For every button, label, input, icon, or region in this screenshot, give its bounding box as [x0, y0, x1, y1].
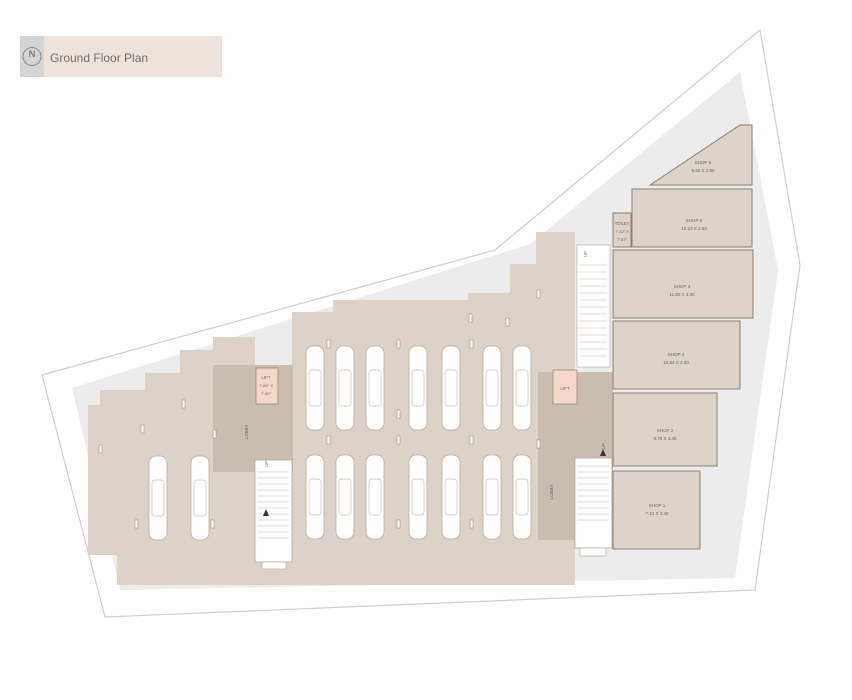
- shop-1-size: 7.41 X 3.40: [645, 511, 669, 516]
- lift-left-dim-2: 7'.60": [261, 391, 272, 396]
- parked-car: [190, 455, 210, 541]
- stair-top: [576, 244, 611, 368]
- parking-cars: [148, 345, 532, 541]
- shop-1-room: [612, 470, 701, 550]
- parked-car: [335, 454, 355, 540]
- parked-car: [408, 454, 428, 540]
- shop-2-size: 8.70 X 3.40: [653, 436, 677, 441]
- shop-2-name: SHOP 2: [657, 428, 674, 433]
- up-left-label: UP: [264, 461, 269, 467]
- parked-car: [408, 345, 428, 431]
- parked-car: [512, 345, 532, 431]
- parked-car: [441, 454, 461, 540]
- stair-left: [254, 459, 293, 563]
- shop-6-size: 6.28 X 2.98: [691, 168, 715, 173]
- stair-right: [574, 457, 613, 549]
- shop-1-name: SHOP 1: [649, 503, 666, 508]
- parked-car: [148, 455, 168, 541]
- lift-left-label: LIFT: [261, 375, 271, 380]
- parked-car: [365, 454, 385, 540]
- toilet-dim-2: 7'.87": [617, 237, 628, 242]
- parked-car: [482, 454, 502, 540]
- parked-car: [335, 345, 355, 431]
- plan-title: Ground Floor Plan: [50, 51, 149, 65]
- shop-6-room: [648, 124, 753, 186]
- stair-left-landing: [261, 561, 287, 570]
- stair-left-treads: [258, 471, 289, 539]
- up-arrow-left: [263, 509, 269, 516]
- stair-right-landing: [579, 547, 607, 557]
- toilet-name: TOILET: [615, 221, 630, 226]
- lobby-left: [213, 365, 293, 472]
- north-letter: N: [28, 49, 36, 59]
- up-arrow-right: [600, 449, 606, 456]
- stair-top-treads: [580, 264, 607, 357]
- parked-car: [441, 345, 461, 431]
- up-top-label: UP: [583, 251, 588, 257]
- lift-left-dim-1: 7'.80" X: [259, 383, 273, 388]
- compass-icon: [22, 47, 42, 66]
- structural-columns: [98, 289, 541, 529]
- parked-car: [482, 345, 502, 431]
- plan-header: N Ground Floor Plan: [20, 36, 222, 77]
- shop-3-size: 10.54 X 3.00: [663, 360, 689, 365]
- stair-right-treads: [578, 465, 609, 521]
- parked-car: [365, 345, 385, 431]
- lift-right-label: LIFT: [560, 386, 570, 391]
- up-right-label: UP: [601, 443, 606, 449]
- shop-5-name: SHOP 5: [686, 218, 703, 223]
- toilet-room: [612, 212, 632, 248]
- shop-4-name: SHOP 4: [674, 284, 691, 289]
- lobby-right-label: LOBBY: [549, 484, 554, 499]
- shop-2-room: [612, 392, 718, 467]
- shop-5-room: [631, 188, 753, 248]
- parked-car: [305, 345, 325, 431]
- shop-4-room: [612, 249, 754, 319]
- lift-right: [552, 369, 578, 405]
- parked-car: [512, 454, 532, 540]
- parked-car: [305, 454, 325, 540]
- shop-3-name: SHOP 3: [668, 352, 685, 357]
- shop-5-size: 10.23 X 2.63: [681, 226, 707, 231]
- shop-6-name: SHOP 6: [695, 160, 712, 165]
- shop-4-size: 11.80 X 3.00: [669, 292, 695, 297]
- central-block: [292, 232, 575, 585]
- lift-left: [255, 367, 279, 405]
- lobby-left-label: LOBBY: [244, 424, 249, 439]
- north-indicator: N: [20, 36, 44, 77]
- shop-3-room: [612, 320, 741, 390]
- toilet-dim-1: 7'.42" X: [615, 229, 629, 234]
